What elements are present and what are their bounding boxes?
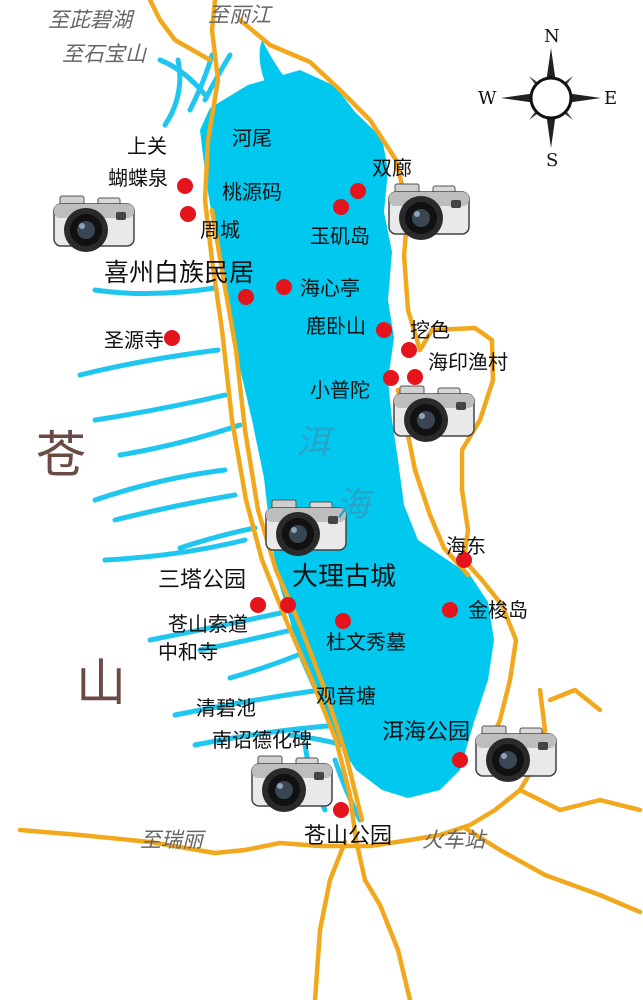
place-label-erhaigongyuan: 洱海公园: [382, 720, 471, 745]
poi-dot-icon: [401, 342, 417, 358]
camera-icon: [388, 183, 470, 241]
place-label-haixinting: 海心亭: [300, 276, 360, 300]
poi-dot-icon: [333, 802, 349, 818]
place-label-nanzhaodehuabei: 南诏德化碑: [212, 728, 312, 752]
camera-icon: [251, 755, 333, 813]
camera-icon: [265, 499, 347, 557]
place-label-shengyuansi: 圣源寺: [104, 328, 164, 352]
poi-dot-icon: [180, 206, 196, 222]
poi-dot-icon: [280, 597, 296, 613]
place-label-cangshansuodao: 苍山索道: [168, 612, 248, 636]
compass-west-label: W: [478, 88, 497, 109]
place-label-wase: 挖色: [410, 318, 450, 342]
poi-dot-icon: [456, 552, 472, 568]
place-label-taoyuanma: 桃源码: [222, 180, 282, 204]
place-label-xiaoputuo: 小普陀: [310, 378, 370, 402]
erhai-lake: [200, 70, 494, 798]
place-label-cangshangongyuan: 苍山公园: [304, 824, 393, 849]
camera-icon: [475, 725, 557, 783]
place-label-yujidao: 玉矶岛: [310, 224, 370, 248]
poi-dot-icon: [383, 370, 399, 386]
place-label-duwenxiumu: 杜文秀墓: [326, 630, 406, 654]
direction-train-station: 火车站: [422, 828, 485, 852]
camera-icon: [53, 195, 135, 253]
poi-dot-icon: [452, 752, 468, 768]
place-label-hudiequan: 蝴蝶泉: [108, 166, 168, 190]
poi-dot-icon: [164, 330, 180, 346]
direction-to-erhai-lake: 至茈碧湖: [48, 8, 132, 32]
poi-dot-icon: [350, 183, 366, 199]
place-label-zhonghesi: 中和寺: [158, 640, 218, 664]
poi-dot-icon: [407, 369, 423, 385]
direction-to-shibaoshan: 至石宝山: [62, 42, 146, 66]
place-label-hewei: 河尾: [232, 126, 272, 150]
poi-dot-icon: [177, 178, 193, 194]
poi-dot-icon: [442, 602, 458, 618]
place-label-qingbichi: 清碧池: [196, 696, 256, 720]
place-label-guanyintang: 观音塘: [316, 684, 376, 708]
place-label-shangguan: 上关: [127, 134, 167, 158]
compass-south-label: S: [546, 150, 559, 171]
poi-dot-icon: [376, 322, 392, 338]
place-label-shuanglang: 双廊: [372, 156, 412, 180]
compass-rose-icon: [501, 48, 601, 148]
cangshan-char-2: 山: [76, 654, 126, 712]
poi-dot-icon: [250, 597, 266, 613]
camera-icon: [393, 385, 475, 443]
poi-dot-icon: [333, 199, 349, 215]
direction-to-lijiang: 至丽江: [208, 3, 271, 27]
place-label-haidong: 海东: [446, 534, 486, 558]
erhai-char-1: 洱: [296, 423, 330, 463]
compass-north-label: N: [544, 26, 560, 47]
poi-dot-icon: [276, 279, 292, 295]
place-label-daligucheng: 大理古城: [292, 562, 397, 592]
place-label-santagongyuan: 三塔公园: [158, 568, 247, 593]
compass-east-label: E: [604, 88, 618, 109]
poi-dot-icon: [238, 289, 254, 305]
place-label-luwoshan: 鹿卧山: [306, 314, 366, 338]
cangshan-char-1: 苍: [36, 426, 86, 484]
erhai-char-2: 海: [336, 485, 370, 525]
direction-to-ruili: 至瑞丽: [140, 828, 203, 852]
poi-dot-icon: [335, 613, 351, 629]
place-label-zhoucheng: 周城: [200, 218, 240, 242]
place-label-haiyinyucun: 海印渔村: [428, 350, 508, 374]
place-label-xizhou: 喜州白族民居: [104, 258, 255, 287]
place-label-jinsuodao: 金梭岛: [468, 598, 528, 622]
